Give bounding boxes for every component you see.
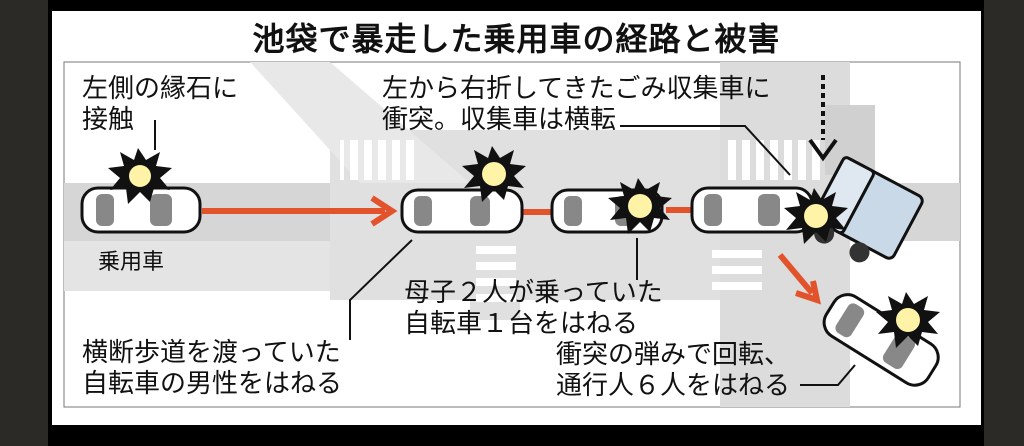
label-car: 乗用車 (98, 250, 165, 275)
impact-burst-crosswalk (462, 146, 526, 202)
impact-burst-truck (784, 188, 848, 244)
label-curb: 左側の縁石に 接触 (82, 74, 239, 135)
diagram-title: 池袋で暴走した乗用車の経路と被害 (252, 20, 781, 58)
garbage-truck-path (808, 75, 838, 162)
label-garbage-truck: 左から右折してきたごみ収集車に 衝突。収集車は横転 (382, 74, 771, 135)
label-mother-child: 母子２人が乗っていた 自転車１台をはねる (404, 278, 663, 339)
car-rotated (822, 293, 940, 387)
impact-burst-pedestrians (876, 292, 940, 348)
car-start (80, 186, 202, 234)
leader-lines (154, 120, 856, 386)
impact-burst-curb (108, 148, 172, 204)
path-arrow (202, 195, 822, 305)
crosswalk-left (340, 140, 420, 180)
crosswalk-middle (476, 246, 516, 302)
car-second (400, 188, 524, 234)
left-margin (0, 0, 48, 446)
crosswalk-lower-right (712, 250, 762, 290)
impact-burst-bicycle (608, 178, 672, 234)
right-margin (984, 0, 1024, 446)
label-pedestrians: 衝突の弾みで回転、 通行人６人をはねる (556, 340, 791, 401)
crosswalk-right (725, 140, 820, 180)
label-crosswalk-cyclist: 横断歩道を渡っていた 自転車の男性をはねる (82, 338, 343, 399)
